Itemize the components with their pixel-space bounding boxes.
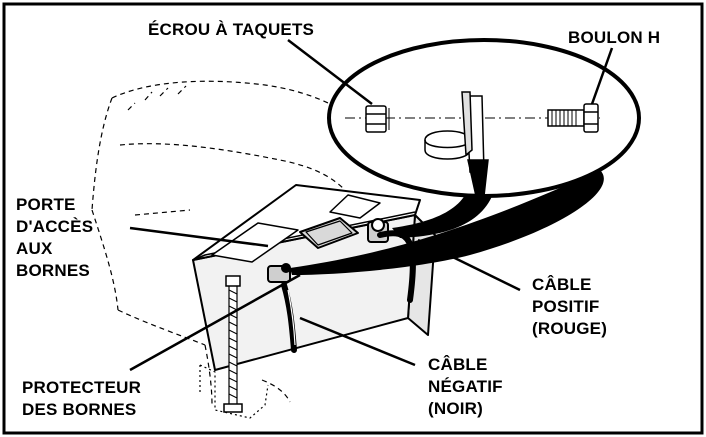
leader-negative-cable (299, 316, 416, 367)
label-negative-cable-line2: NÉGATIF (428, 377, 503, 396)
label-negative-cable-line1: CÂBLE (428, 355, 488, 374)
dotted-floor-outline (199, 364, 269, 419)
leader-access-door (129, 226, 269, 248)
detail-contents (345, 91, 600, 197)
leader-h-bolt (590, 47, 614, 105)
label-lug-nut: ÉCROU À TAQUETS (148, 20, 314, 39)
leader-terminal-protector (129, 273, 301, 372)
label-positive-cable-line3: (ROUGE) (532, 319, 607, 338)
leader-lines (129, 39, 614, 372)
label-access-door-line3: AUX (16, 239, 53, 258)
positive-cable (377, 230, 416, 303)
label-access-door-line2: D'ACCÈS (16, 217, 93, 236)
terminal-access-door (211, 222, 299, 263)
mower-body-outline (91, 80, 346, 406)
label-terminal-protector-line1: PROTECTEUR (22, 378, 141, 397)
label-access-door-line1: PORTE (16, 195, 76, 214)
label-negative-cable-line3: (NOIR) (428, 399, 483, 418)
label-terminal-protector-line2: DES BORNES (22, 400, 136, 419)
hold-down-rod (223, 275, 243, 413)
lug-nut (365, 105, 390, 133)
h-bolt (547, 103, 599, 133)
label-h-bolt: BOULON H (568, 28, 660, 47)
leader-lug-nut (287, 39, 373, 105)
label-positive-cable-line2: POSITIF (532, 297, 600, 316)
label-access-door-line4: BORNES (16, 261, 90, 280)
label-positive-cable-line1: CÂBLE (532, 275, 592, 294)
negative-cable (281, 282, 297, 353)
leader-positive-cable (417, 238, 521, 292)
